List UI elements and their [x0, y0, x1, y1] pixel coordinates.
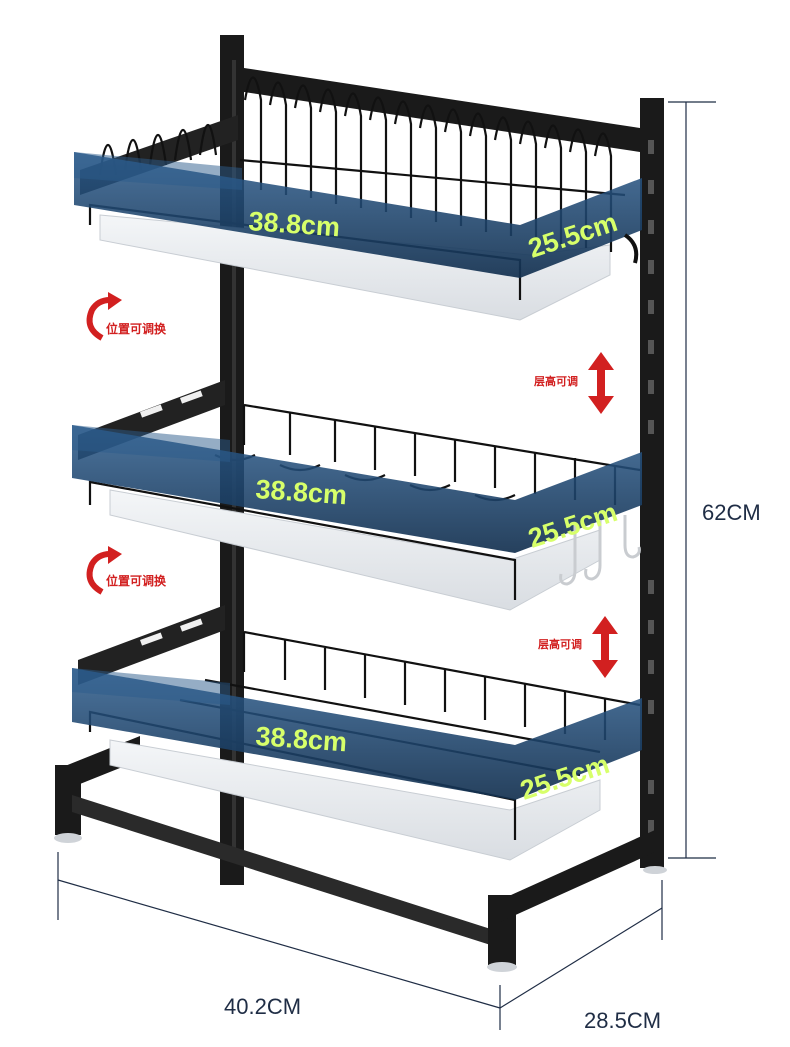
height-adjustable-label: 层高可调	[537, 637, 582, 651]
shelf-length-label: 38.8cm	[255, 474, 348, 510]
depth-dimension-label: 28.5CM	[584, 1008, 661, 1033]
shelf-top: 38.8cm 25.5cm	[74, 76, 642, 321]
height-adjustable-note: 层高可调	[533, 352, 614, 414]
position-adjustable-note: 位置可调换	[86, 292, 167, 341]
position-adjustable-label: 位置可调换	[106, 321, 167, 336]
height-adjustable-note: 层高可调	[537, 616, 618, 678]
shelf-length-label: 38.8cm	[255, 721, 348, 757]
position-adjustable-note: 位置可调换	[86, 546, 167, 595]
dimension-lines	[57, 101, 716, 1030]
s-hooks	[559, 515, 641, 586]
position-adjustable-label: 位置可调换	[106, 573, 167, 588]
height-adjustable-label: 层高可调	[533, 374, 578, 388]
shelf-middle: 38.8cm 25.5cm	[72, 380, 642, 611]
height-dimension-label: 62CM	[702, 500, 761, 525]
shelf-bottom: 38.8cm 25.5cm	[72, 605, 642, 861]
width-dimension-label: 40.2CM	[224, 994, 301, 1019]
shelf-length-label: 38.8cm	[248, 206, 341, 242]
